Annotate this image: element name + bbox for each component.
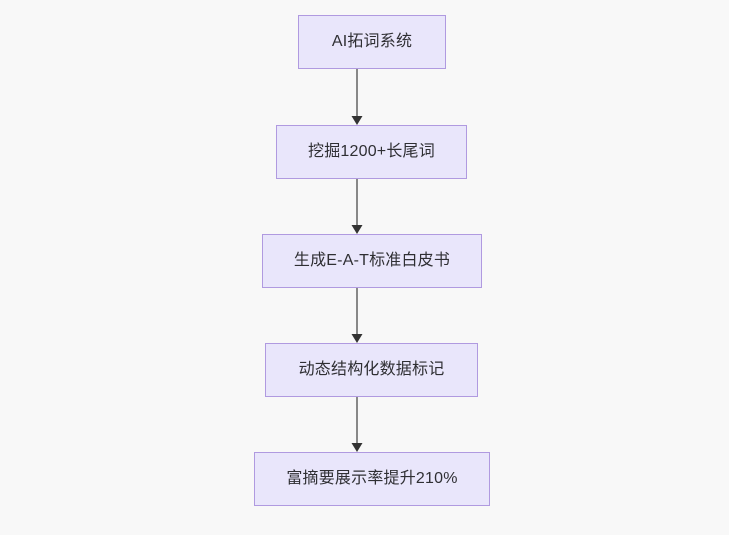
flow-node-n3[interactable]: 生成E-A-T标准白皮书: [262, 234, 482, 288]
flow-connector-n2-to-n3: [342, 179, 372, 234]
flow-node-n1[interactable]: AI拓词系统: [298, 15, 446, 69]
flow-node-label: 挖掘1200+长尾词: [308, 143, 435, 160]
flow-node-label: 富摘要展示率提升210%: [286, 470, 458, 487]
flow-node-label: 生成E-A-T标准白皮书: [293, 252, 451, 269]
flow-node-label: 动态结构化数据标记: [298, 361, 445, 378]
flow-connector-n4-to-n5: [342, 397, 372, 452]
flow-node-label: AI拓词系统: [331, 33, 413, 50]
flow-node-n2[interactable]: 挖掘1200+长尾词: [276, 125, 467, 179]
flow-connector-n3-to-n4: [342, 288, 372, 343]
flow-node-n5[interactable]: 富摘要展示率提升210%: [254, 452, 490, 506]
flow-node-n4[interactable]: 动态结构化数据标记: [265, 343, 478, 397]
flow-connector-n1-to-n2: [342, 69, 372, 125]
